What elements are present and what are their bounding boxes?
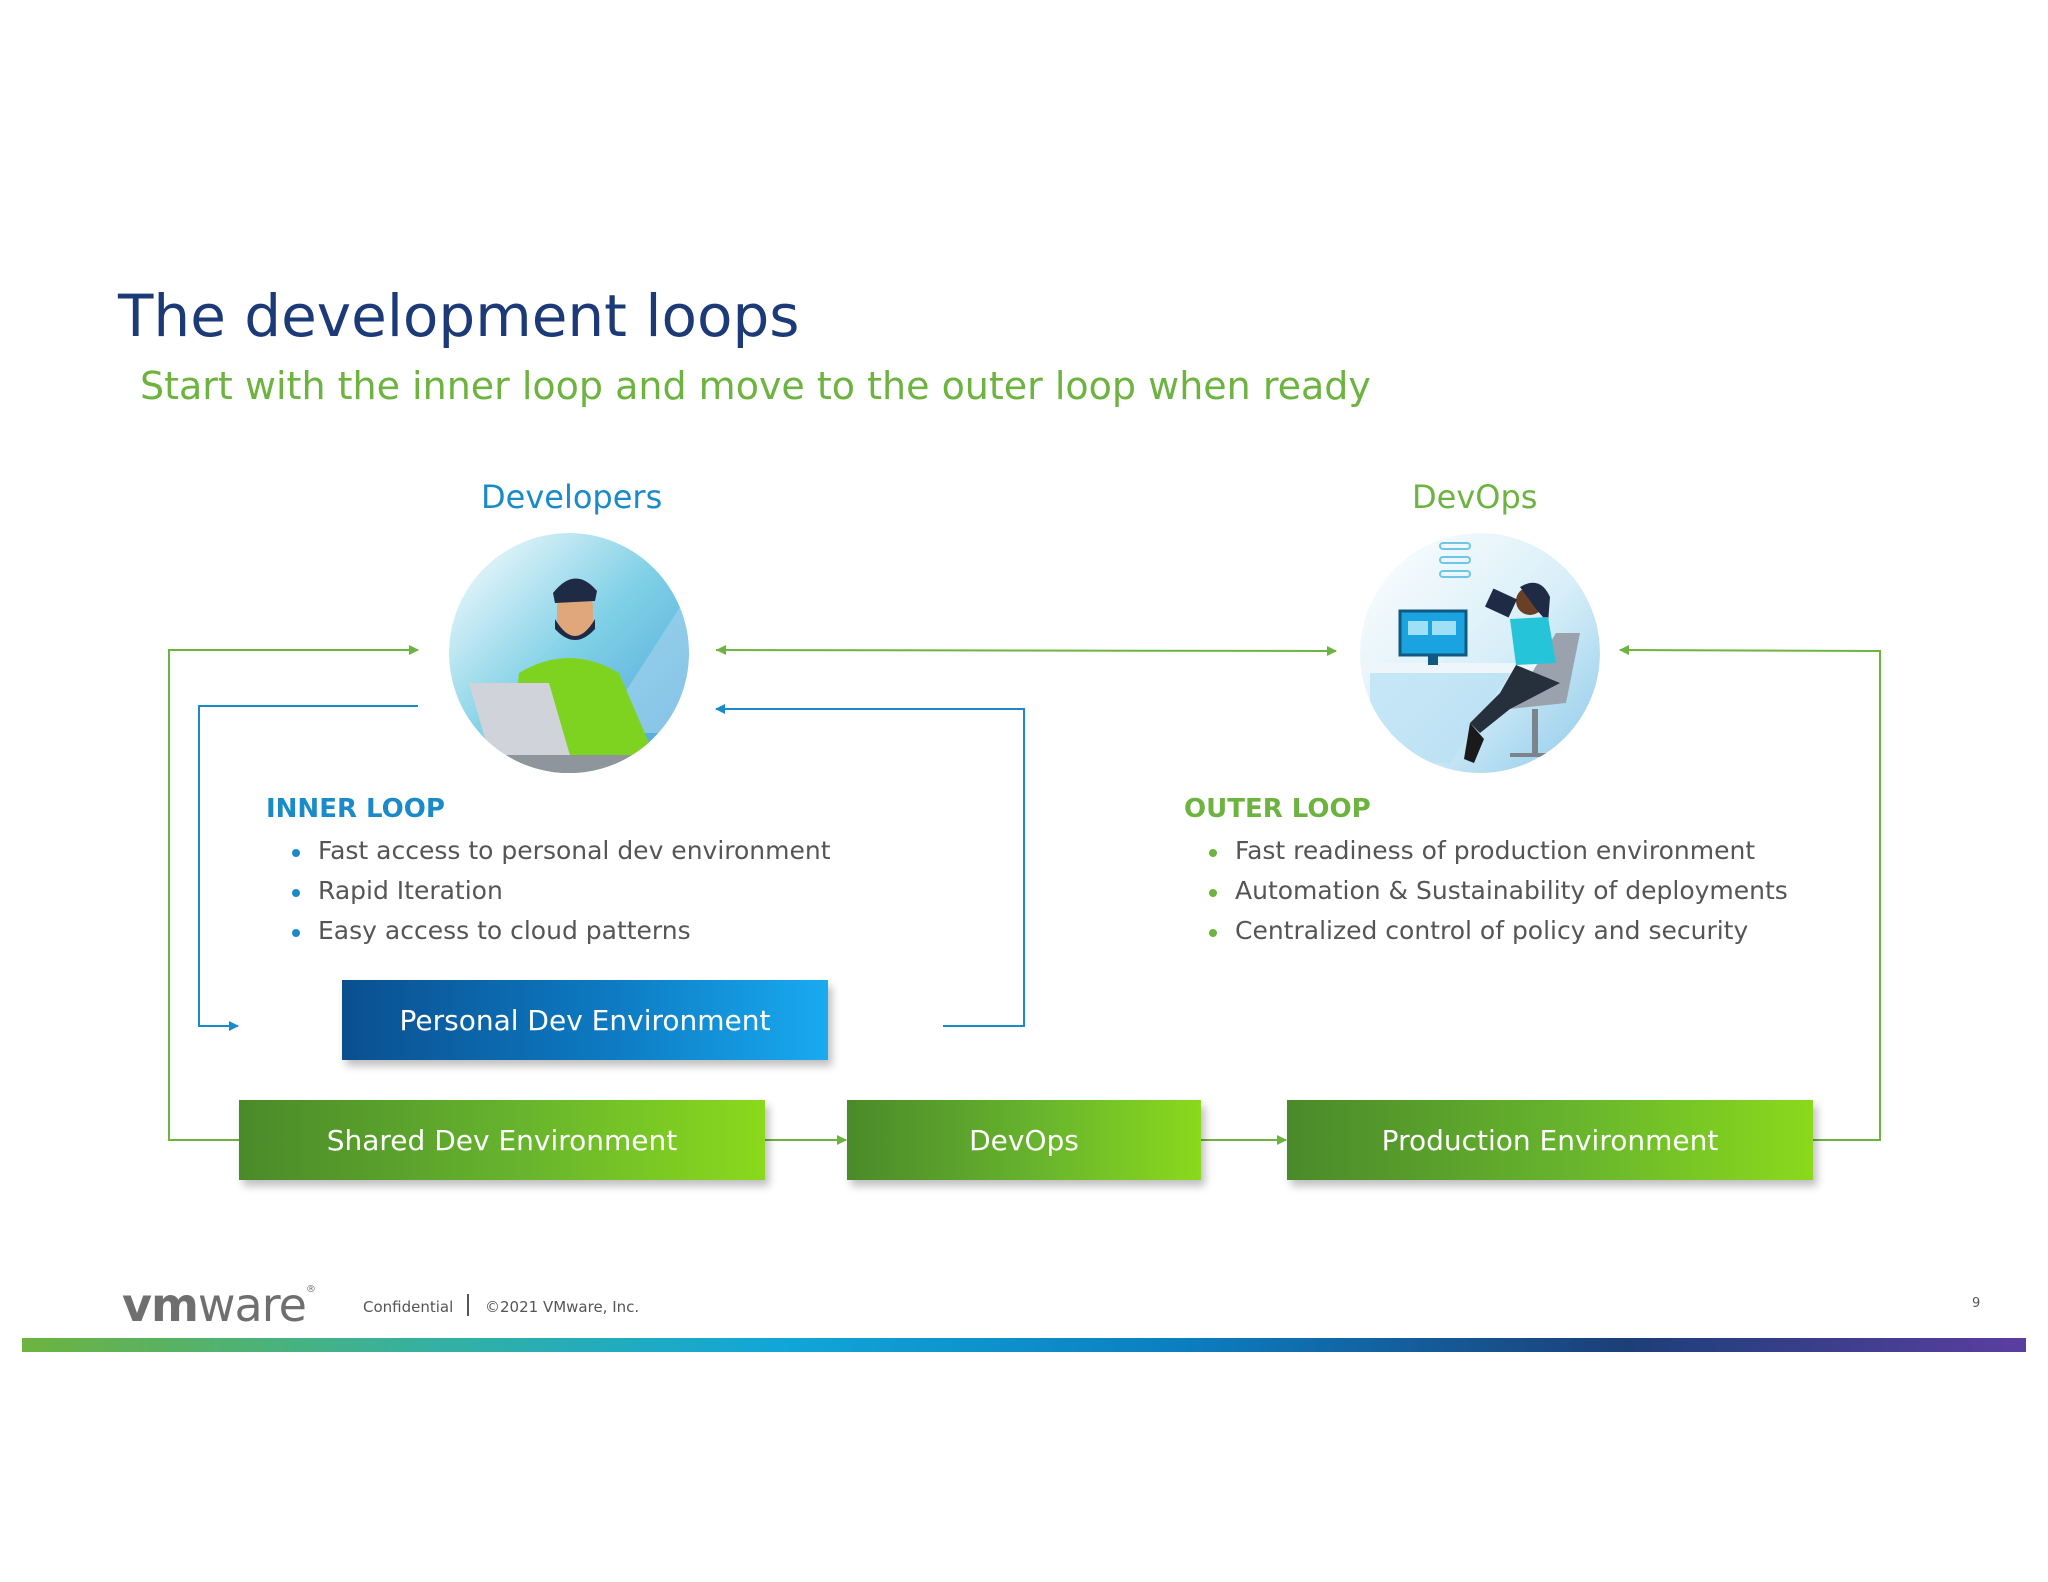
devops-box: DevOps <box>847 1100 1201 1180</box>
logo-vm: vm <box>122 1278 199 1332</box>
bullet-text: Easy access to cloud patterns <box>318 916 691 945</box>
footer-copyright: ©2021 VMware, Inc. <box>485 1298 640 1316</box>
inner-loop-bullets: Fast access to personal dev environment … <box>290 831 831 951</box>
role-devops: DevOps <box>1412 478 1538 516</box>
bullet-dot-icon <box>1209 849 1217 857</box>
footer-confidential: Confidential <box>363 1298 454 1316</box>
personal-dev-environment-box: Personal Dev Environment <box>342 980 828 1060</box>
devops-person-with-tablet-icon <box>1360 533 1600 773</box>
list-item: Automation & Sustainability of deploymen… <box>1207 871 1788 911</box>
bullet-dot-icon <box>292 889 300 897</box>
bullet-text: Fast readiness of production environment <box>1235 836 1756 865</box>
logo-registered-mark: ® <box>305 1284 316 1295</box>
logo-ware: ware <box>197 1278 307 1332</box>
outer-loop-bullets: Fast readiness of production environment… <box>1207 831 1788 951</box>
list-item: Fast access to personal dev environment <box>290 831 831 871</box>
bullet-text: Automation & Sustainability of deploymen… <box>1235 876 1788 905</box>
list-item: Easy access to cloud patterns <box>290 911 831 951</box>
bullet-dot-icon <box>292 929 300 937</box>
arrow-inner-loop-right <box>715 704 1025 1027</box>
arrow-production-to-devops <box>1619 645 1881 1141</box>
bullet-dot-icon <box>292 849 300 857</box>
bullet-dot-icon <box>1209 929 1217 937</box>
page-number: 9 <box>1972 1296 1981 1311</box>
developer-at-laptop-icon <box>449 533 689 773</box>
arrow-inner-loop-left <box>198 705 418 1031</box>
bullet-text: Rapid Iteration <box>318 876 503 905</box>
bullet-text: Centralized control of policy and securi… <box>1235 916 1749 945</box>
production-environment-box: Production Environment <box>1287 1100 1813 1180</box>
inner-loop-heading: INNER LOOP <box>266 794 445 824</box>
shared-dev-environment-box: Shared Dev Environment <box>239 1100 765 1180</box>
role-developers: Developers <box>481 478 663 516</box>
list-item: Rapid Iteration <box>290 871 831 911</box>
arrow-developers-devops <box>715 645 1337 656</box>
list-item: Centralized control of policy and securi… <box>1207 911 1788 951</box>
arrow-shared-to-developers <box>168 645 419 1141</box>
footer-gradient-bar <box>22 1338 2026 1352</box>
slide-title: The development loops <box>118 282 800 350</box>
list-item: Fast readiness of production environment <box>1207 831 1788 871</box>
footer-separator <box>467 1294 469 1316</box>
slide-subtitle: Start with the inner loop and move to th… <box>140 364 1371 408</box>
bullet-dot-icon <box>1209 889 1217 897</box>
bullet-text: Fast access to personal dev environment <box>318 836 831 865</box>
outer-loop-heading: OUTER LOOP <box>1184 794 1371 824</box>
vmware-logo: vmware® <box>122 1278 316 1332</box>
